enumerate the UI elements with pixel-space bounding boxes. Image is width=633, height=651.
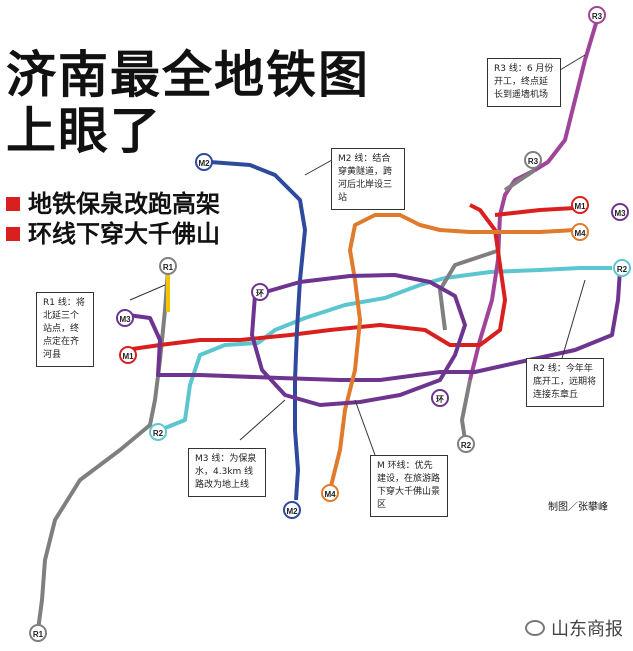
note-r2: R2 线：今年年底开工，远期将连接东章丘 (526, 358, 604, 408)
headline-line1: 济南最全地铁图 (6, 46, 370, 104)
r3-south (460, 168, 537, 441)
m3-left-badge: M3 (116, 309, 134, 327)
m4-bottom-badge: M4 (321, 484, 339, 502)
bullet-2: 环线下穿大千佛山 (6, 222, 220, 246)
svg-text:R1: R1 (163, 263, 174, 272)
red-square-icon (6, 227, 20, 241)
red-square-icon (6, 197, 20, 211)
svg-text:M4: M4 (324, 490, 336, 499)
r2-line (159, 266, 612, 432)
bullet-1-text: 地铁保泉改跑高架 (28, 190, 220, 218)
callout-pointer-ring (354, 399, 376, 456)
r1-top-badge: R1 (159, 257, 177, 275)
ring-line (250, 273, 467, 407)
wechat-icon (525, 620, 545, 636)
headline-line2: 上眼了 (6, 102, 162, 160)
callout-pointer-m3 (239, 399, 286, 441)
m2-bottom-badge: M2 (283, 501, 301, 519)
svg-text:R1: R1 (33, 630, 44, 639)
m1-left-badge: M1 (119, 346, 137, 364)
r1-bottom-badge: R1 (29, 624, 47, 642)
map-credit: 制图／张攀峰 (548, 502, 608, 513)
svg-text:R2: R2 (153, 429, 164, 438)
callout-pointer-r3 (559, 54, 586, 71)
note-ring: M 环线：优先建设，在旅游路下穿大千佛山景区 (370, 455, 448, 518)
m2-top-badge: M2 (195, 153, 213, 171)
callout-pointer-r1 (129, 284, 166, 301)
svg-text:R3: R3 (592, 12, 603, 21)
svg-text:M2: M2 (198, 159, 210, 168)
svg-text:R2: R2 (617, 265, 628, 274)
m1-right-badge: M1 (571, 196, 589, 214)
svg-text:环: 环 (256, 289, 264, 298)
svg-text:M1: M1 (122, 352, 134, 361)
m4-line (328, 213, 576, 491)
brand-name: 山东商报 (551, 619, 623, 640)
m1-line (124, 203, 576, 352)
svg-text:M2: M2 (286, 507, 298, 516)
m3-line (127, 269, 622, 382)
svg-text:R2: R2 (461, 441, 472, 450)
note-m2: M2 线：结合穿黄隧道，跨河后北岸设三站 (331, 148, 405, 211)
svg-text:M1: M1 (574, 202, 586, 211)
callout-pointer-r2 (559, 279, 586, 366)
brand-watermark: 山东商报 (525, 615, 623, 641)
gray-spur (438, 248, 501, 331)
svg-text:M4: M4 (574, 229, 586, 238)
m4-right-badge: M4 (571, 223, 589, 241)
svg-text:M3: M3 (614, 209, 626, 218)
svg-text:M3: M3 (119, 315, 131, 324)
svg-text:R3: R3 (528, 157, 539, 166)
r2-bottom-badge: R2 (457, 435, 475, 453)
callout-pointer-m2 (304, 159, 333, 176)
note-m3: M3 线：为保泉水，4.3km 线路改为地上线 (188, 448, 266, 498)
ring-right-badge: 环 (431, 389, 449, 407)
r2-left-badge: R2 (149, 423, 167, 441)
m3-right-badge: M3 (611, 203, 629, 221)
r2-right-badge: R2 (613, 259, 631, 277)
r3-top-badge: R3 (588, 6, 606, 24)
r3-line (468, 19, 599, 381)
ring-left-badge: 环 (251, 283, 269, 301)
bullet-1: 地铁保泉改跑高架 (6, 192, 220, 216)
r3-mid-badge: R3 (524, 151, 542, 169)
svg-text:环: 环 (436, 395, 444, 404)
note-r1: R1 线：将北延三个站点，终点定在齐河县 (36, 292, 94, 368)
bullet-2-text: 环线下穿大千佛山 (28, 220, 220, 248)
note-r3: R3 线：6 月份开工，终点延长到遥墙机场 (487, 58, 561, 108)
